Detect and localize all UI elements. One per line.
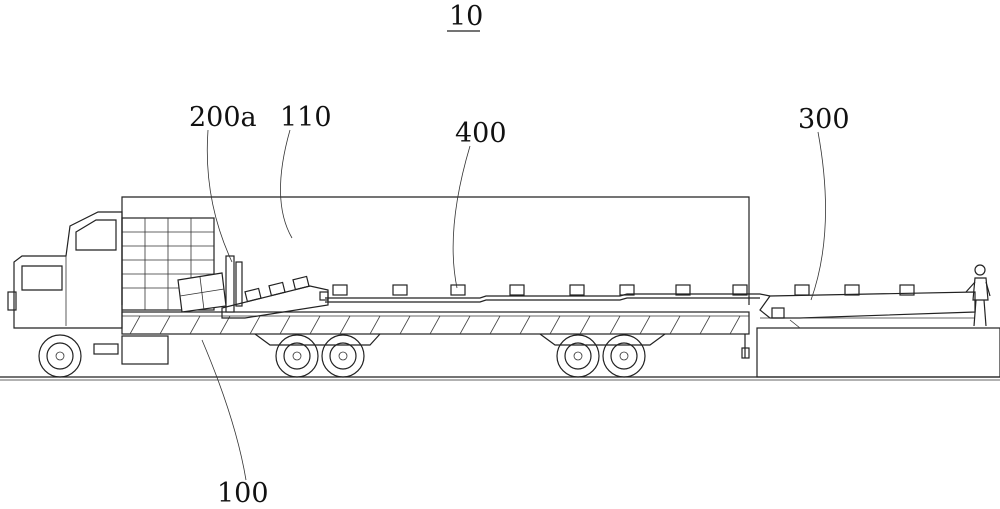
loading-dock — [756, 291, 1000, 378]
wheels — [38, 334, 646, 378]
figure-title: 10 — [449, 1, 483, 32]
label-stacker: 200a — [189, 102, 257, 133]
conveyor-rollers — [332, 284, 915, 296]
worker-figure — [965, 264, 991, 327]
trailer-wheel — [556, 334, 600, 378]
trailer-wheel — [321, 334, 365, 378]
truck-cab — [7, 211, 169, 365]
trailer-deck — [121, 311, 750, 359]
label-truck-body: 100 — [217, 478, 269, 509]
label-trailer-box: 110 — [280, 102, 332, 133]
label-conveyor: 400 — [455, 118, 507, 149]
trailer-wheel — [602, 334, 646, 378]
leader-lines — [201, 129, 826, 481]
conveyor — [325, 284, 915, 303]
label-platform: 300 — [798, 104, 850, 135]
stacker-assembly — [121, 217, 329, 319]
front-wheel — [38, 334, 82, 378]
trailer-wheel — [275, 334, 319, 378]
